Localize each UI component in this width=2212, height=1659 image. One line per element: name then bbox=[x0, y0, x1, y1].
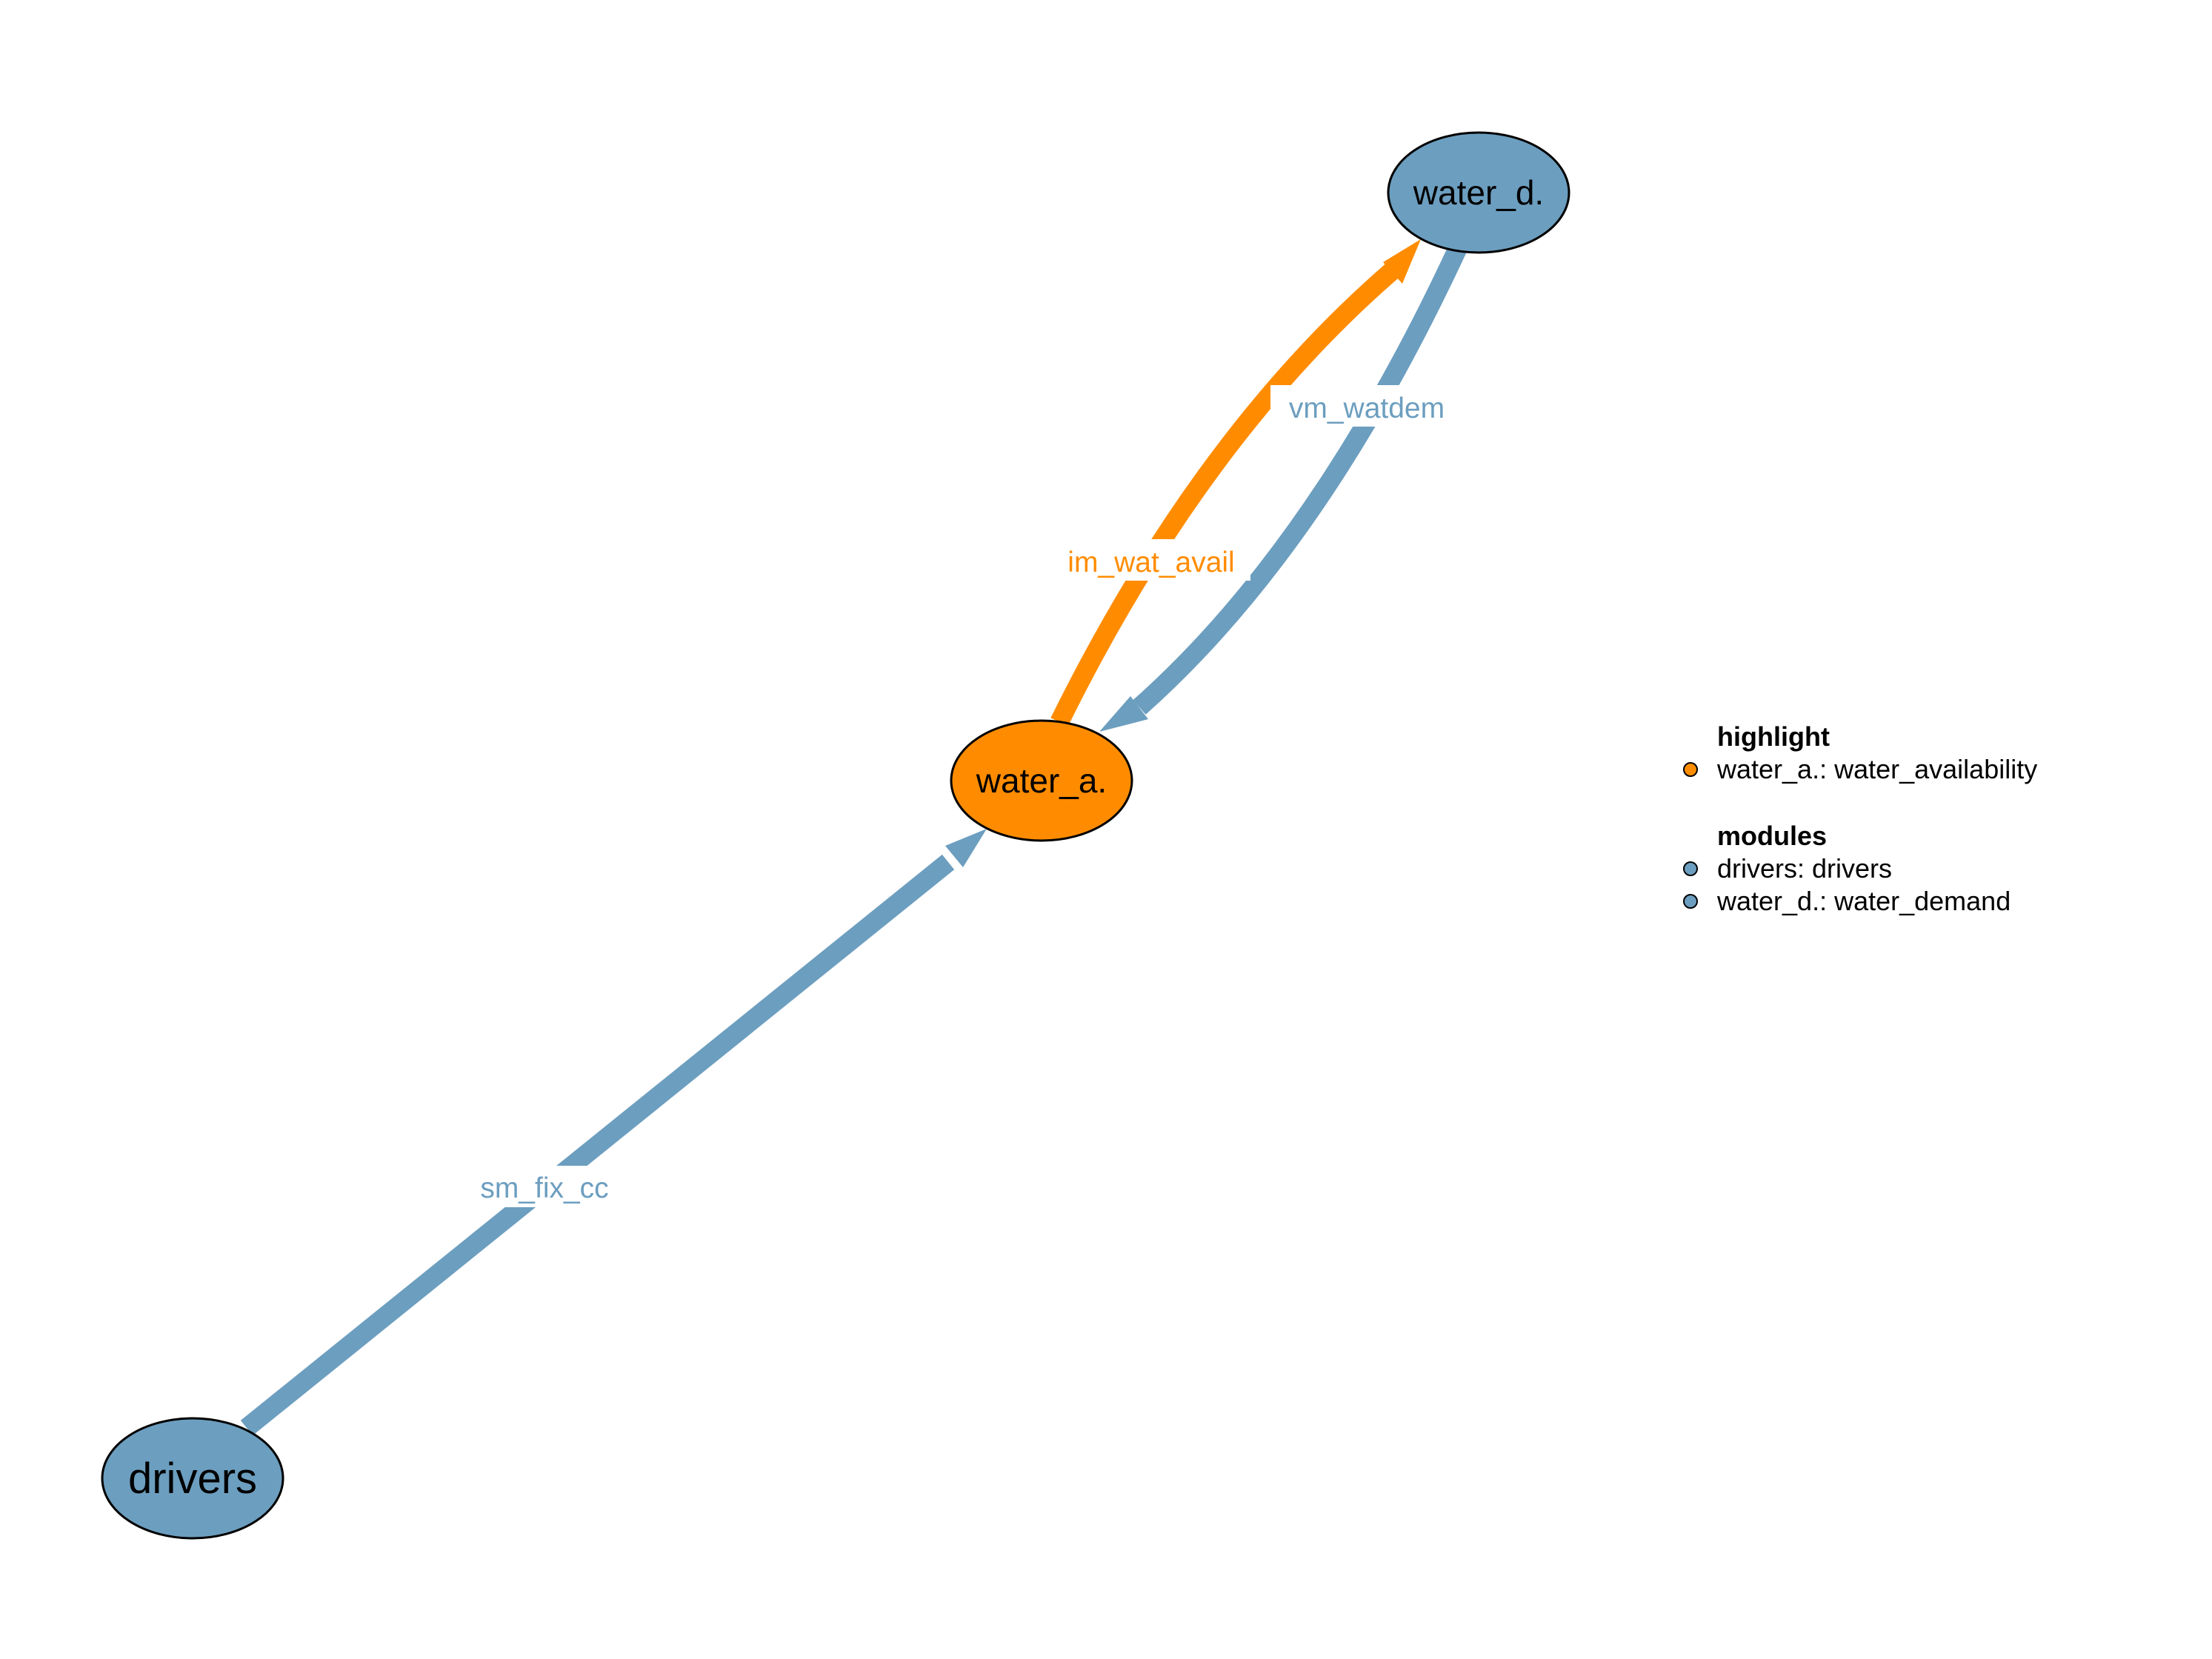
legend-label-water-d: water_d.: water_demand bbox=[1716, 886, 2011, 916]
node-drivers: drivers bbox=[101, 1417, 284, 1540]
edge-label-im-wat-avail-bg bbox=[1052, 539, 1250, 581]
node-water-a-ellipse bbox=[950, 719, 1133, 842]
edge-vm-watdem-arrowhead bbox=[1099, 696, 1148, 732]
edge-im-wat-avail-arrowhead bbox=[1383, 239, 1421, 284]
legend: highlight water_a.: water_availability m… bbox=[1683, 721, 2037, 916]
edge-im-wat-avail bbox=[1050, 239, 1421, 727]
legend-item-drivers: drivers: drivers bbox=[1683, 853, 1892, 884]
node-drivers-ellipse bbox=[101, 1417, 284, 1540]
edge-label-im-wat-avail-group: im_wat_avail bbox=[1052, 539, 1250, 581]
node-water-d-ellipse bbox=[1387, 131, 1570, 254]
legend-item-water-d: water_d.: water_demand bbox=[1683, 886, 2011, 916]
legend-item-water-a: water_a.: water_availability bbox=[1683, 754, 2037, 784]
node-water-d-label: water_d. bbox=[1413, 173, 1544, 212]
node-water-a: water_a. bbox=[950, 719, 1133, 842]
edge-vm-watdem bbox=[1099, 244, 1467, 732]
legend-marker-water-d bbox=[1683, 894, 1698, 909]
edge-label-vm-watdem-bg bbox=[1270, 385, 1463, 427]
legend-heading-modules: modules bbox=[1717, 821, 1827, 851]
edge-label-sm-fix-cc: sm_fix_cc bbox=[480, 1172, 608, 1204]
edge-sm-fix-cc-line bbox=[240, 854, 955, 1436]
legend-marker-drivers bbox=[1683, 861, 1698, 876]
node-water-a-label: water_a. bbox=[976, 761, 1107, 800]
edge-im-wat-avail-line bbox=[1050, 263, 1399, 727]
legend-marker-water-a bbox=[1683, 762, 1698, 777]
edge-label-sm-fix-cc-group: sm_fix_cc bbox=[463, 1166, 626, 1207]
edge-label-im-wat-avail: im_wat_avail bbox=[1067, 547, 1234, 578]
edge-label-vm-watdem: vm_watdem bbox=[1289, 393, 1445, 424]
edge-sm-fix-cc-arrowhead bbox=[945, 829, 987, 867]
node-drivers-label: drivers bbox=[128, 1455, 257, 1503]
edge-sm-fix-cc bbox=[240, 829, 987, 1436]
legend-label-drivers: drivers: drivers bbox=[1717, 853, 1892, 884]
edge-vm-watdem-line bbox=[1133, 244, 1467, 715]
legend-heading-highlight: highlight bbox=[1717, 721, 1830, 752]
node-water-d: water_d. bbox=[1387, 131, 1570, 254]
edge-label-vm-watdem-group: vm_watdem bbox=[1270, 385, 1463, 427]
legend-label-water-a: water_a.: water_availability bbox=[1716, 754, 2037, 784]
edge-label-sm-fix-cc-bg bbox=[463, 1166, 626, 1207]
